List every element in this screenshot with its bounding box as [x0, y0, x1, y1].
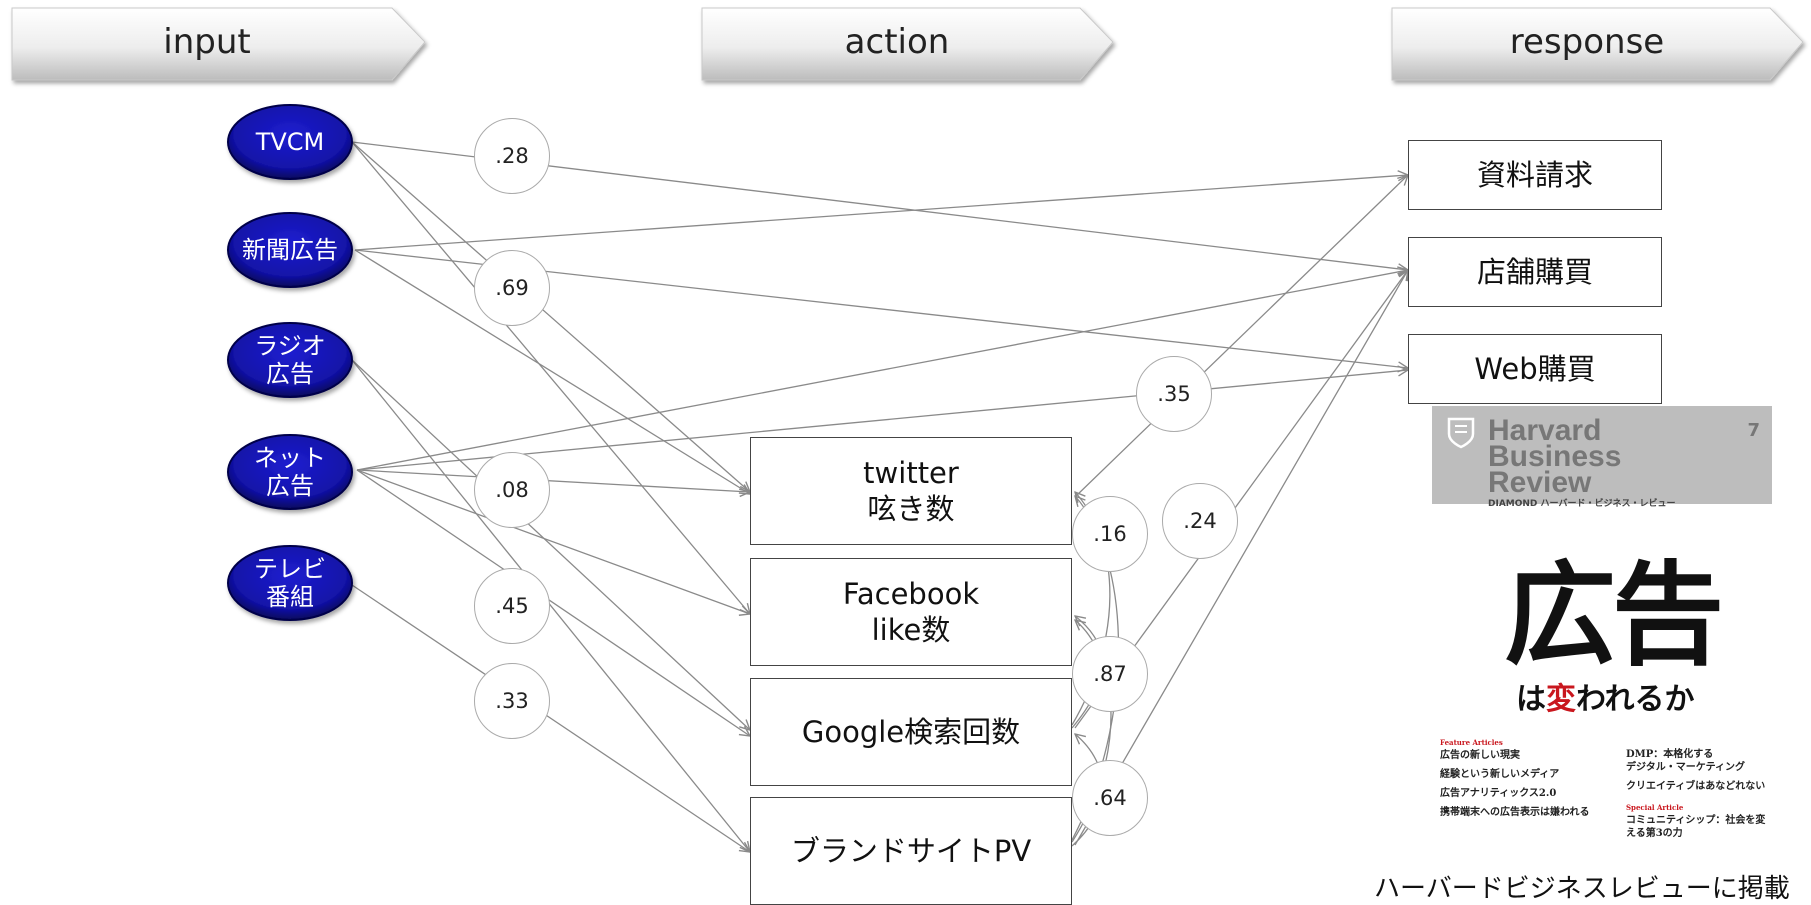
input-oval-newspaper: [227, 212, 353, 288]
header-chevron-response: [1391, 7, 1804, 81]
edge-tvcm-twitter: [351, 141, 750, 492]
toc-article: デジタル・マーケティング: [1626, 762, 1745, 773]
action-box-facebook: Facebook like数: [750, 558, 1072, 666]
toc-article: 携帯端末への広告表示は嫌われる: [1440, 807, 1590, 818]
edge-lines: [351, 141, 1408, 852]
input-label-radio: ラジオ 広告: [254, 332, 326, 388]
coefficient-circle: .08: [474, 452, 550, 528]
hbr-logo-line1: Harvard: [1488, 414, 1602, 447]
cover-toc-right: DMP：本格化する デジタル・マーケティング クリエイティブはあなどれない Sp…: [1626, 748, 1772, 840]
input-label-tvcm: TVCM: [255, 128, 325, 156]
coefficient-circle: .69: [474, 250, 550, 326]
header-chevron-action: [701, 7, 1114, 81]
edge-tvshow-brand: [351, 584, 750, 852]
edge-net-store: [356, 270, 1408, 471]
action-box-twitter: twitter 呟き数: [750, 437, 1072, 545]
hbr-logo-line3: Review: [1488, 466, 1592, 499]
magazine-cover-image: Harvard Business Review DIAMOND ハーバード・ビジ…: [1432, 406, 1772, 846]
edge-net-facebook: [356, 469, 750, 614]
edge-newspaper-inquiry: [354, 175, 1408, 251]
response-box-store: 店舗購買: [1408, 237, 1662, 307]
toc-article: コミュニティシップ：社会を変える第3の力: [1626, 815, 1766, 839]
coefficient-circle: .45: [474, 568, 550, 644]
header-chevron-input: [11, 7, 426, 81]
action-box-brand: ブランドサイトPV: [750, 797, 1072, 905]
cover-subheadline: は変われるか: [1516, 682, 1695, 717]
header-input-label: input: [163, 22, 251, 62]
header-action-label: action: [844, 22, 950, 62]
coefficient-circle: .33: [474, 663, 550, 739]
edge-radio-google: [351, 359, 750, 730]
hbr-logo-line2: Business: [1488, 440, 1622, 473]
edge-net-twitter: [356, 469, 750, 492]
coefficient-circle: .64: [1072, 760, 1148, 836]
cover-toc-left: Feature Articles 広告の新しい現実 経験という新しいメディア 広…: [1440, 736, 1630, 819]
toc-section: Special Article: [1626, 803, 1684, 812]
edge-radio-brand: [351, 359, 750, 852]
response-box-web: Web購買: [1408, 334, 1662, 404]
edge-net-google: [356, 469, 750, 736]
input-oval-tvcm: [227, 104, 353, 180]
edge-twitter-inquiry: [1074, 175, 1408, 498]
header-response-label: response: [1509, 22, 1665, 62]
toc-article: クリエイティブはあなどれない: [1626, 781, 1766, 792]
input-oval-radio: [227, 322, 353, 398]
coefficient-circle: .24: [1162, 483, 1238, 559]
cover-headline: 広告: [1504, 550, 1724, 681]
edge-net-web: [356, 370, 1408, 471]
issue-number: 7: [1747, 420, 1760, 441]
toc-article: 広告の新しい現実: [1440, 750, 1520, 761]
input-oval-net: [227, 434, 353, 510]
action-box-google: Google検索回数: [750, 678, 1072, 786]
edge-newspaper-twitter: [354, 249, 750, 494]
coefficient-circle: .28: [474, 118, 550, 194]
toc-article: DMP：本格化する: [1626, 749, 1714, 760]
toc-article: 広告アナリティックス2.0: [1440, 788, 1557, 799]
response-box-inquiry: 資料請求: [1408, 140, 1662, 210]
hbr-shield-icon: [1447, 417, 1475, 449]
toc-section: Feature Articles: [1440, 738, 1503, 747]
coefficient-circle: .87: [1072, 636, 1148, 712]
input-label-tvshow: テレビ 番組: [254, 555, 326, 611]
magazine-caption: ハーバードビジネスレビューに掲載: [1374, 874, 1790, 904]
toc-article: 経験という新しいメディア: [1440, 769, 1560, 780]
coefficient-circle: .35: [1136, 356, 1212, 432]
cover-masthead: [1432, 406, 1772, 504]
input-oval-tvshow: [227, 545, 353, 621]
input-label-newspaper: 新聞広告: [242, 236, 338, 264]
coefficient-circle: .16: [1072, 496, 1148, 572]
input-label-net: ネット 広告: [254, 444, 326, 500]
hbr-brand-line: DIAMOND ハーバード・ビジネス・レビュー: [1488, 499, 1676, 509]
edge-tvcm-facebook: [351, 141, 750, 614]
edge-brand-store: [1074, 270, 1408, 846]
